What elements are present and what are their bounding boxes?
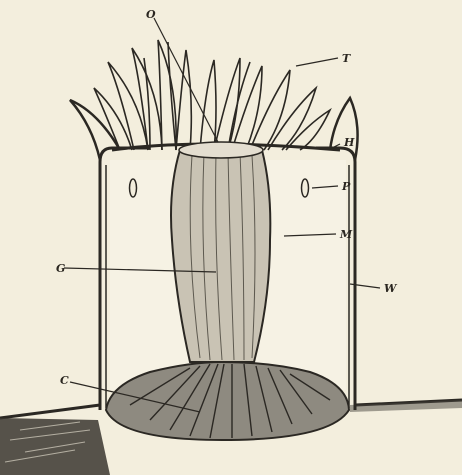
label-h: H: [343, 136, 355, 149]
label-o: O: [146, 8, 156, 21]
tentacles: [94, 40, 330, 150]
label-c: C: [60, 374, 69, 387]
label-g: G: [56, 262, 65, 275]
pedal-disc: [106, 362, 349, 440]
label-t: T: [342, 52, 351, 65]
label-w: W: [384, 282, 398, 295]
pore-left: [130, 179, 137, 197]
label-p: P: [341, 180, 351, 193]
pore-right: [302, 179, 309, 197]
gullet: [171, 142, 270, 362]
label-m: M: [339, 228, 353, 241]
